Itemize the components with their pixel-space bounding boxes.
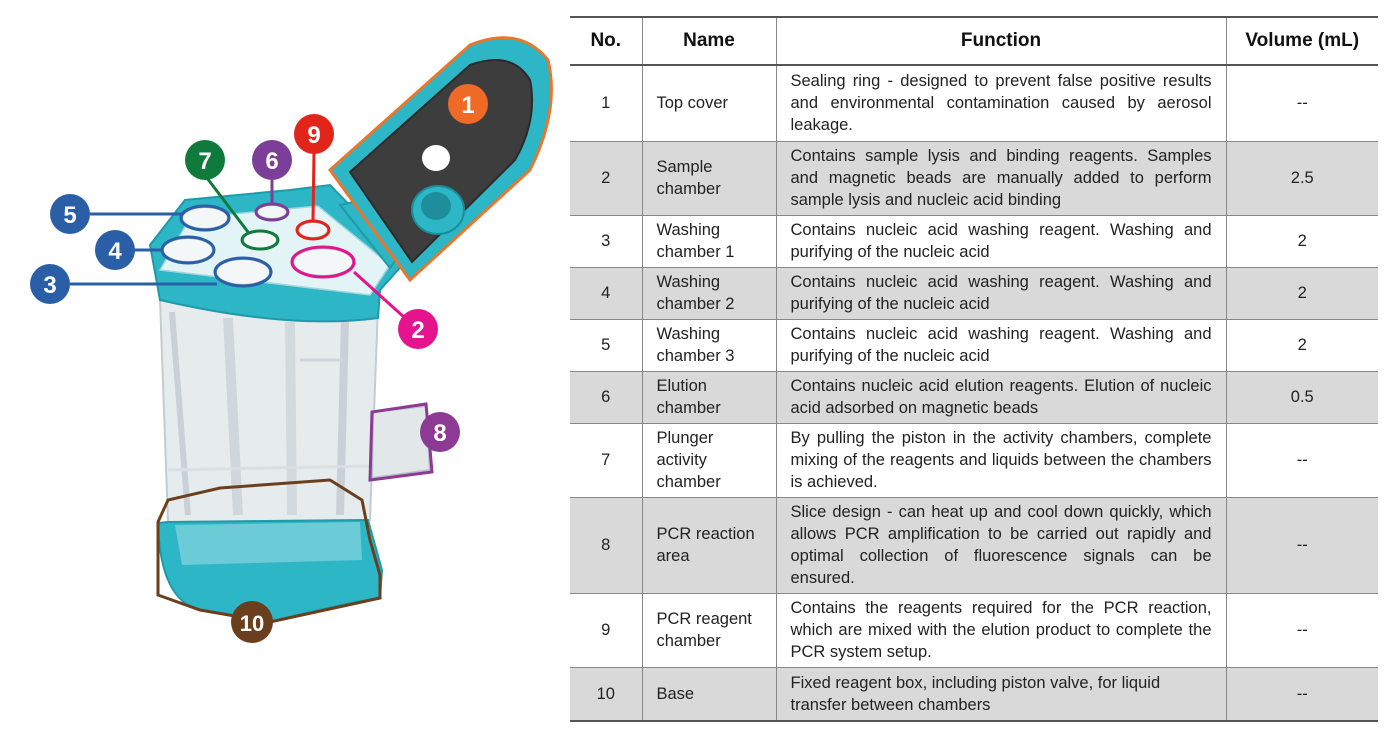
leader-2	[352, 270, 407, 320]
leader-lines	[70, 151, 441, 428]
outline-7	[240, 229, 280, 251]
cell-name: Base	[641, 667, 776, 722]
cell-name: Washing chamber 1	[641, 215, 776, 268]
svg-text:1: 1	[461, 92, 474, 119]
outline-8	[368, 402, 434, 482]
table-row: 1 Top cover Sealing ring - designed to p…	[570, 65, 1378, 142]
cell-no: 4	[570, 267, 642, 320]
cell-volume: --	[1225, 667, 1378, 722]
cell-function: Fixed reagent box, including piston valv…	[775, 667, 1226, 722]
badge-2: 2	[398, 309, 438, 349]
cell-function: By pulling the piston in the activity ch…	[775, 423, 1226, 498]
svg-text:3: 3	[43, 272, 56, 299]
outline-10	[156, 478, 382, 624]
svg-text:10: 10	[240, 611, 264, 636]
table-row: 6 Elution chamber Contains nucleic acid …	[570, 371, 1378, 424]
badge-3: 3	[30, 264, 70, 304]
cell-volume: 2.5	[1225, 141, 1378, 216]
svg-text:2: 2	[411, 317, 424, 344]
outline-2	[290, 245, 356, 279]
cell-volume: 2	[1225, 215, 1378, 268]
cell-no: 2	[570, 141, 642, 216]
cell-function: Sealing ring - designed to prevent false…	[775, 65, 1226, 142]
cell-name: PCR reagent chamber	[641, 593, 776, 668]
header-no: No.	[570, 16, 642, 66]
header-function: Function	[775, 16, 1226, 66]
table-row: 4 Washing chamber 2 Contains nucleic aci…	[570, 267, 1378, 320]
table-row: 3 Washing chamber 1 Contains nucleic aci…	[570, 215, 1378, 268]
cell-function: Contains the reagents required for the P…	[775, 593, 1226, 668]
badge-5: 5	[50, 194, 90, 234]
outline-3	[213, 256, 273, 288]
cell-name: Sample chamber	[641, 141, 776, 216]
badge-8: 8	[420, 412, 460, 452]
svg-text:5: 5	[63, 202, 76, 229]
cell-no: 1	[570, 65, 642, 142]
pcr-slice	[370, 404, 432, 480]
header-name: Name	[641, 16, 776, 66]
cell-no: 5	[570, 319, 642, 372]
table-row: 2 Sample chamber Contains sample lysis a…	[570, 141, 1378, 216]
badge-4: 4	[95, 230, 135, 270]
cell-name: Washing chamber 2	[641, 267, 776, 320]
svg-text:6: 6	[265, 148, 278, 175]
callout-badges: 1 2 3 4 5 6 7 8 9 10	[30, 84, 488, 643]
cell-name: Washing chamber 3	[641, 319, 776, 372]
cell-name: Elution chamber	[641, 371, 776, 424]
badge-6: 6	[252, 140, 292, 180]
cartridge-diagram: 1 2 3 4 5 6 7 8 9 10	[30, 36, 553, 643]
cell-no: 10	[570, 667, 642, 722]
cell-function: Contains nucleic acid washing reagent. W…	[775, 319, 1226, 372]
badge-9: 9	[294, 114, 334, 154]
cell-volume: 0.5	[1225, 371, 1378, 424]
table-header-row: No. Name Function Volume (mL)	[570, 16, 1378, 66]
badge-10: 10	[231, 601, 273, 643]
cell-no: 7	[570, 423, 642, 498]
outline-5	[179, 204, 231, 232]
header-volume: Volume (mL)	[1225, 16, 1378, 66]
cell-name: Plunger activity chamber	[641, 423, 776, 498]
cell-function: Contains nucleic acid washing reagent. W…	[775, 267, 1226, 320]
svg-text:4: 4	[108, 238, 122, 265]
cell-name: Top cover	[641, 65, 776, 142]
cell-volume: --	[1225, 497, 1378, 594]
badge-1: 1	[448, 84, 488, 124]
cell-no: 9	[570, 593, 642, 668]
cell-function: Contains sample lysis and binding reagen…	[775, 141, 1226, 216]
svg-text:7: 7	[198, 148, 211, 175]
svg-text:9: 9	[307, 122, 320, 149]
svg-text:8: 8	[433, 420, 446, 447]
cell-volume: --	[1225, 65, 1378, 142]
table-row: 7 Plunger activity chamber By pulling th…	[570, 423, 1378, 498]
leader-7	[205, 177, 250, 233]
cell-volume: --	[1225, 593, 1378, 668]
badge-7: 7	[185, 140, 225, 180]
table-row: 10 Base Fixed reagent box, including pis…	[570, 667, 1378, 722]
cell-name: PCR reaction area	[641, 497, 776, 594]
table-row: 5 Washing chamber 3 Contains nucleic aci…	[570, 319, 1378, 372]
cell-function: Contains nucleic acid washing reagent. W…	[775, 215, 1226, 268]
table-row: 8 PCR reaction area Slice design - can h…	[570, 497, 1378, 594]
cell-function: Slice design - can heat up and cool down…	[775, 497, 1226, 594]
table-row: 9 PCR reagent chamber Contains the reage…	[570, 593, 1378, 668]
cell-volume: 2	[1225, 319, 1378, 372]
component-table: No. Name Function Volume (mL) 1 Top cove…	[570, 16, 1378, 722]
cell-no: 3	[570, 215, 642, 268]
cell-volume: --	[1225, 423, 1378, 498]
cell-no: 6	[570, 371, 642, 424]
cell-no: 8	[570, 497, 642, 594]
cell-function: Contains nucleic acid elution reagents. …	[775, 371, 1226, 424]
leader-9	[311, 151, 316, 222]
cell-volume: 2	[1225, 267, 1378, 320]
